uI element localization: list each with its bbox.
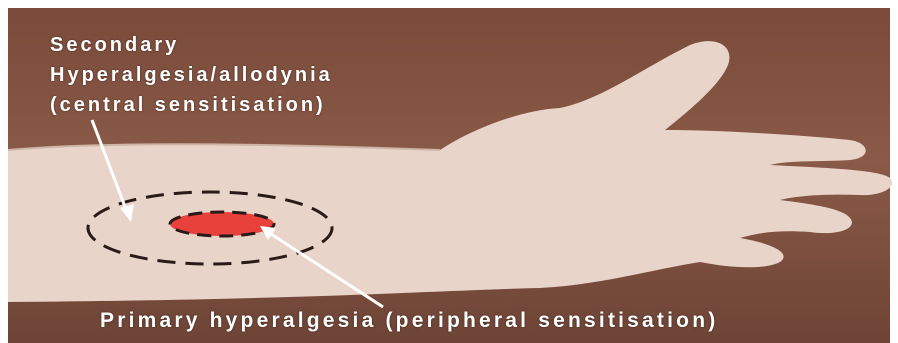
primary-label: Primary hyperalgesia (peripheral sensiti…: [100, 309, 718, 333]
secondary-label: Secondary Hyperalgesia/allodynia (centra…: [50, 30, 333, 120]
secondary-label-line2: Hyperalgesia/allodynia: [50, 60, 333, 90]
secondary-label-line1: Secondary: [50, 30, 333, 60]
secondary-label-line3: (central sensitisation): [50, 90, 333, 120]
